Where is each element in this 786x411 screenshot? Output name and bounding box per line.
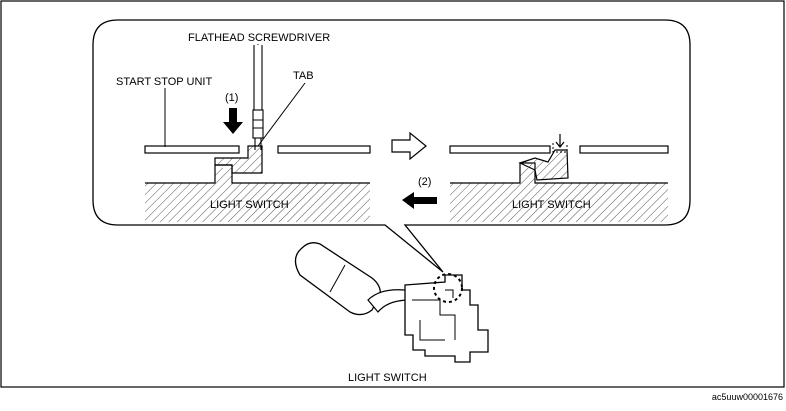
- label-start-stop-unit: START STOP UNIT: [116, 76, 212, 88]
- label-light-switch-left: LIGHT SWITCH: [210, 199, 289, 211]
- label-tab: TAB: [293, 70, 314, 82]
- left-arrow-icon: [402, 192, 437, 209]
- dashed-circle-icon: [433, 273, 463, 303]
- start-stop-unit-panel-left-a: [144, 145, 240, 154]
- light-switch-body-right: [450, 168, 668, 222]
- tab-left: [214, 145, 263, 174]
- leader-tab: [257, 82, 306, 147]
- lift-outline: [552, 143, 568, 153]
- start-stop-unit-panel-right-a: [449, 145, 551, 154]
- start-stop-unit-panel-right-b: [579, 145, 669, 154]
- label-flathead-screwdriver: FLATHEAD SCREWDRIVER: [188, 32, 330, 44]
- label-step-2: (2): [418, 176, 431, 188]
- outer-frame: [0, 0, 785, 388]
- label-light-switch-right: LIGHT SWITCH: [512, 199, 591, 211]
- small-down-arrow-icon: [555, 134, 565, 148]
- figure-code: ac5uuw00001676: [712, 392, 783, 402]
- light-switch-assembly: [294, 242, 489, 363]
- label-step-1: (1): [225, 92, 238, 104]
- right-outline-arrow-icon: [391, 131, 427, 161]
- light-switch-body-left: [145, 168, 370, 222]
- start-stop-unit-panel-left-b: [277, 145, 371, 154]
- flathead-screwdriver: [252, 45, 264, 150]
- label-light-switch-bottom: LIGHT SWITCH: [348, 372, 427, 384]
- right-detail: [449, 134, 669, 222]
- left-detail: [144, 44, 371, 222]
- down-arrow-icon: [223, 108, 243, 134]
- switch-housing: [404, 274, 489, 363]
